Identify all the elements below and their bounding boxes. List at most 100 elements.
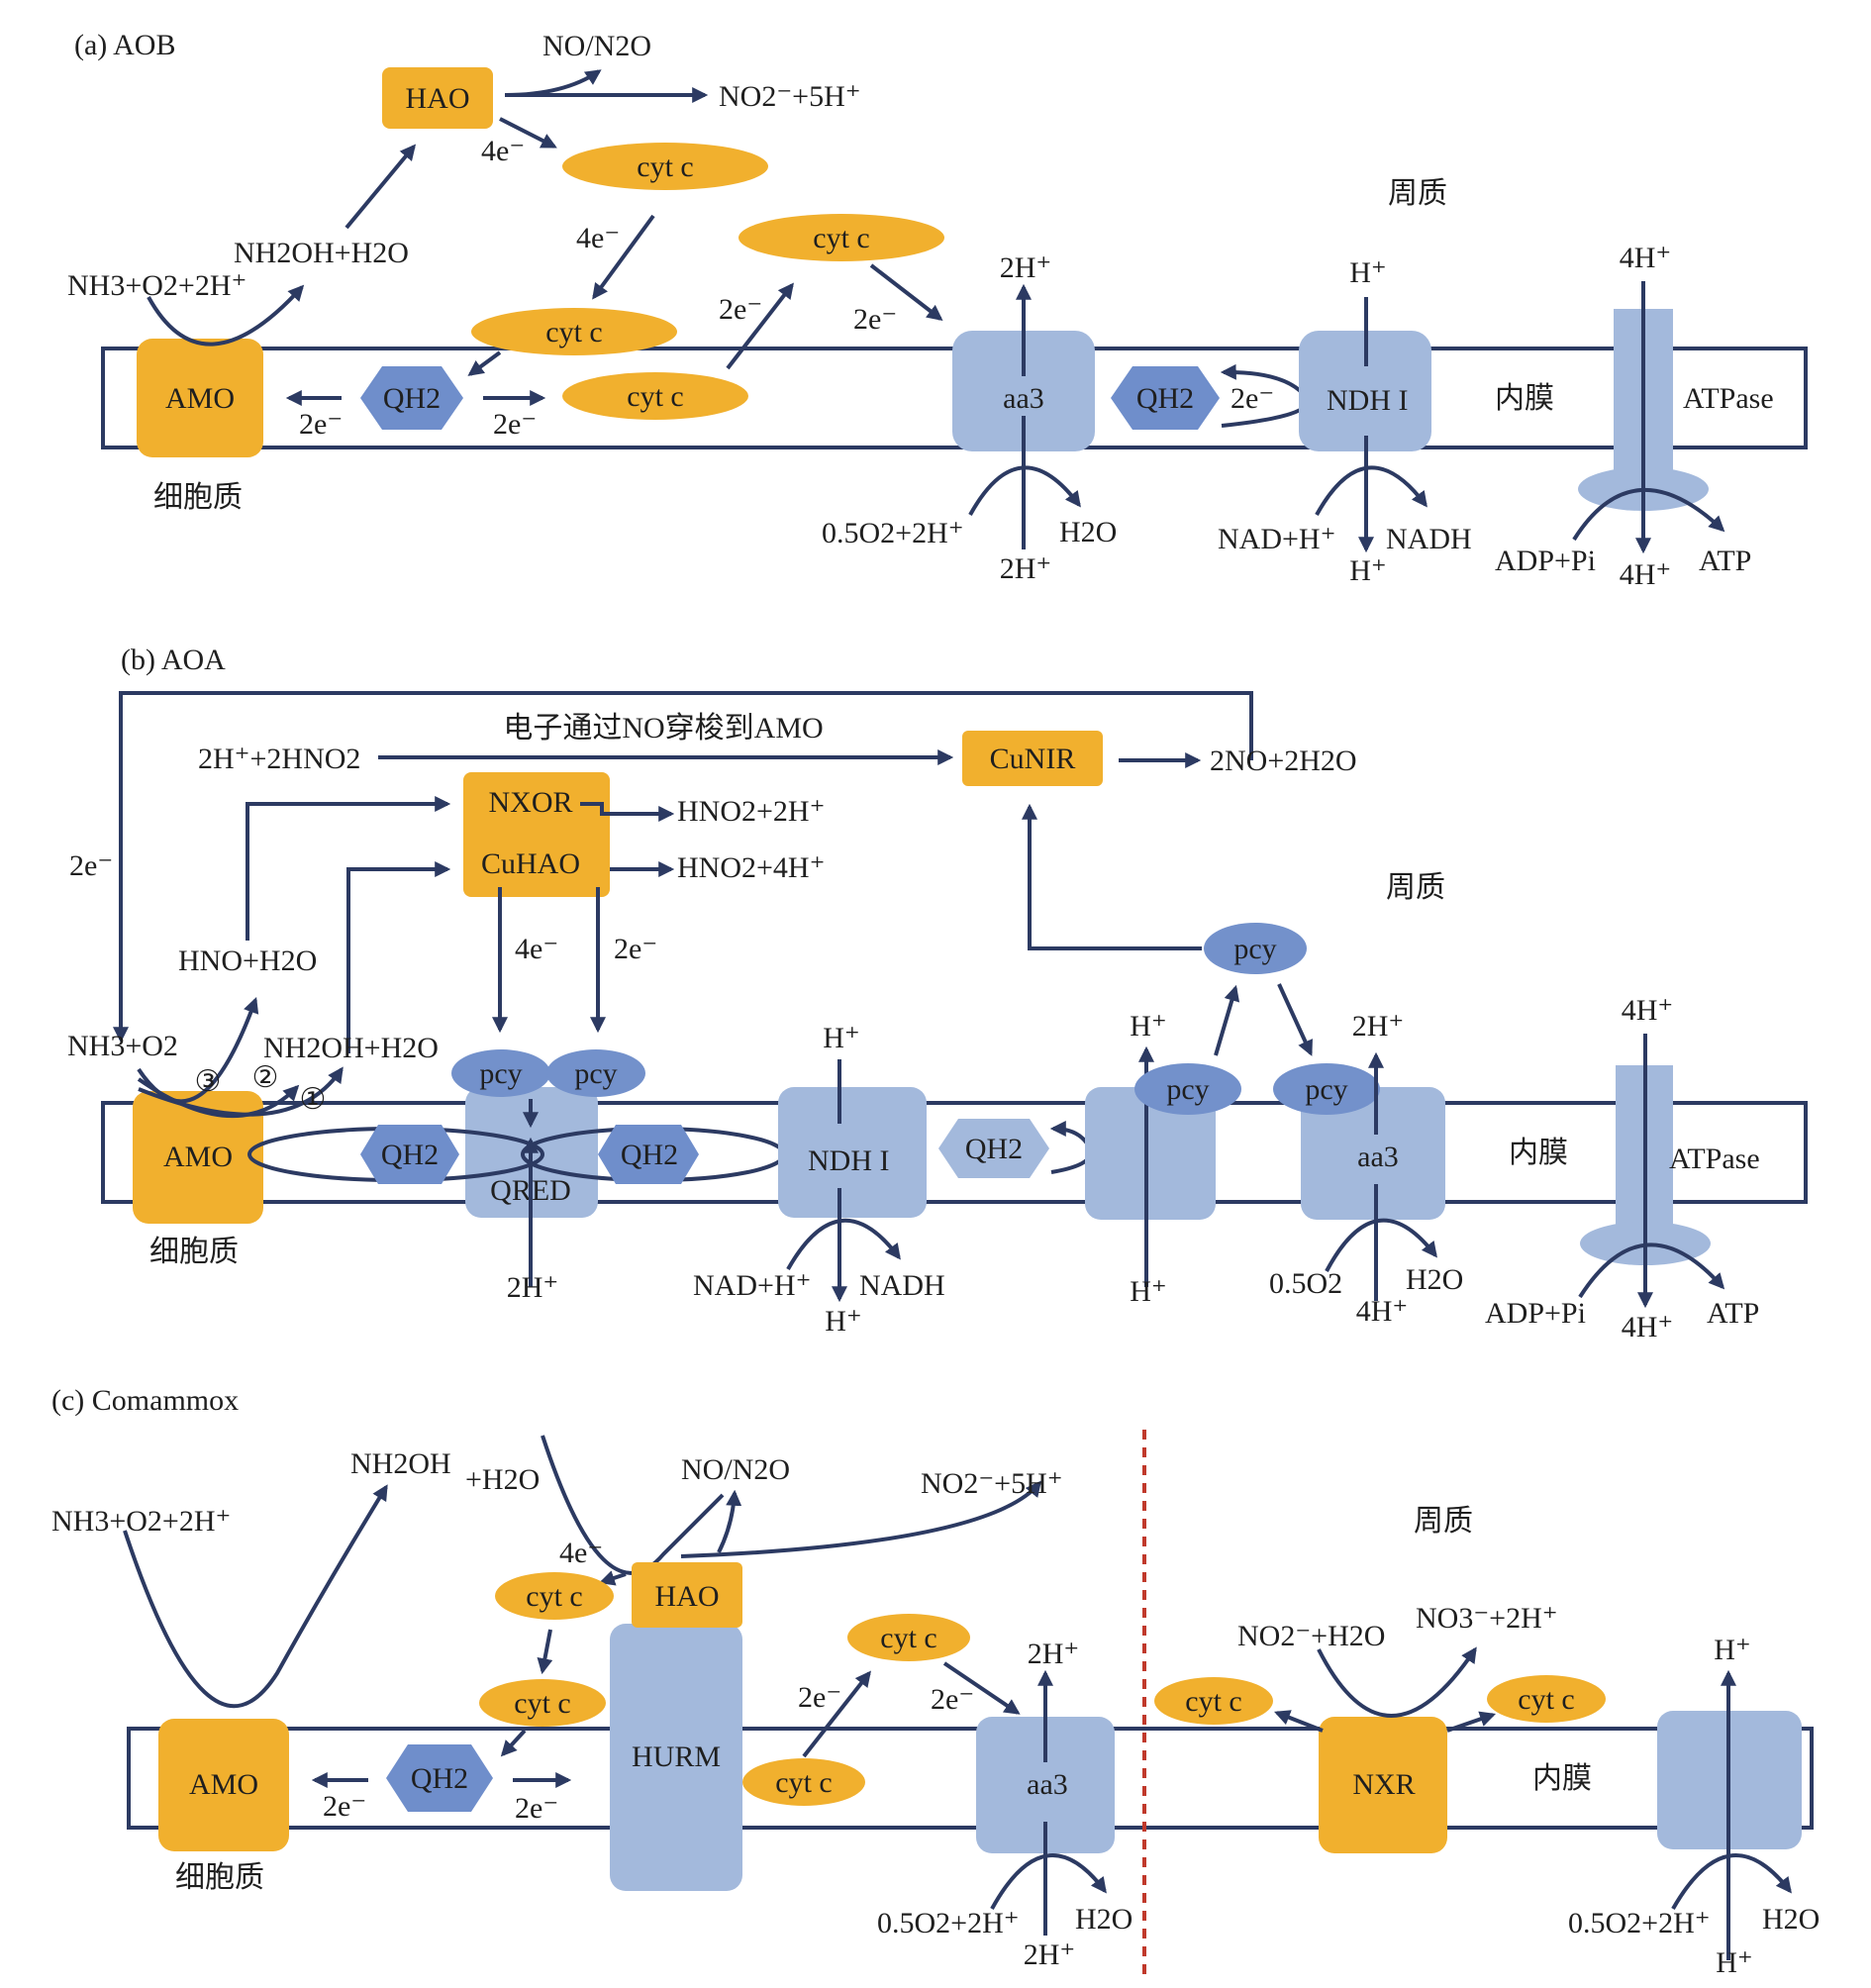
nh3-b: NH3+O2 [67, 1030, 178, 1062]
arrow-to-qh2-a [467, 350, 502, 376]
atpase-a-arc [1572, 487, 1725, 542]
periplasm-b-label: 周质 [1386, 871, 1445, 904]
complex-c-arc [1671, 1853, 1792, 1910]
aa3-b [1301, 1087, 1445, 1220]
amo-arc-a [147, 284, 305, 347]
aa3-a-htop: 2H⁺ [1000, 251, 1052, 284]
cytc-c-5-label: cyt c [1185, 1685, 1241, 1718]
circle-3: ③ [195, 1065, 222, 1098]
atpase-a-hbottom: 4H⁺ [1620, 558, 1672, 591]
aa3-b-o2: 0.5O2 [1269, 1267, 1342, 1300]
amo-arc-b-2 [137, 1077, 300, 1118]
membrane-b-label: 内膜 [1509, 1137, 1568, 1169]
qh2-c [386, 1744, 493, 1812]
ndh-b-nad: NAD+H⁺ [693, 1269, 811, 1302]
cytc-a-4-label: cyt c [813, 222, 869, 254]
pcy-b-5 [1273, 1063, 1380, 1115]
complex-c-o2: 0.5O2+2H⁺ [1568, 1907, 1711, 1939]
nh2oh-a: NH2OH+H2O [234, 237, 409, 269]
qh2-b-2 [598, 1125, 699, 1184]
panel-b: (b) AOA 2e⁻ 电子通过NO穿梭到AMO 2H⁺+2HNO2 CuNIR… [67, 644, 1808, 1343]
nxr-c-label: NXR [1352, 1768, 1415, 1801]
arrow-no-c [717, 1489, 742, 1553]
e2b-a: 2e⁻ [493, 408, 537, 441]
cytc-c-5 [1154, 1677, 1273, 1725]
ndh-a-hbottom: H⁺ [1349, 554, 1387, 587]
e4-c: 4e⁻ [559, 1537, 603, 1569]
cytc-c-4-label: cyt c [880, 1622, 936, 1654]
pcy-b-2-label: pcy [574, 1057, 617, 1090]
cytc-a-2 [471, 308, 677, 355]
no2-h2o-c: NO2⁻+H2O [1237, 1620, 1385, 1652]
aa3-a-h2o: H2O [1059, 516, 1117, 548]
nh2oh-c: NH2OH [350, 1447, 451, 1480]
cytoplasm-b-label: 细胞质 [149, 1236, 239, 1268]
hno2-in-b: 2H⁺+2HNO2 [198, 743, 360, 775]
ndh-a-arc [1315, 465, 1428, 516]
e2e-a: 2e⁻ [1231, 382, 1274, 415]
cytc-c-1 [495, 1572, 614, 1620]
aa3-c-arc [990, 1853, 1107, 1910]
arrow-hno-nxor [246, 796, 451, 941]
qh2-b-1 [360, 1125, 459, 1184]
ndh-b-nadh: NADH [859, 1269, 945, 1302]
membrane-c-label: 内膜 [1532, 1762, 1592, 1795]
no2-5h-c: NO2⁻+5H⁺ [921, 1467, 1063, 1500]
shuttle-b: 电子通过NO穿梭到AMO [503, 712, 823, 745]
ndh-b [778, 1087, 927, 1218]
qred-b-h: 2H⁺ [507, 1271, 559, 1304]
complex-c-htop: H⁺ [1714, 1634, 1751, 1666]
pcy-b-4-label: pcy [1233, 933, 1276, 965]
arrow-no2-c [680, 1480, 1042, 1558]
nxr-c [1319, 1717, 1447, 1853]
cuhao-b-label: CuHAO [481, 847, 580, 880]
e2b-c: 2e⁻ [515, 1792, 558, 1825]
amo-c-label: AMO [189, 1768, 258, 1801]
no-shuttle-loop [113, 691, 1253, 1044]
circle-1: ① [300, 1083, 327, 1116]
ndh-a-nadh: NADH [1386, 523, 1472, 555]
pcy-b-3-label: pcy [1166, 1073, 1209, 1106]
arrow-pcy-cunir [1022, 803, 1202, 950]
e4a-a: 4e⁻ [481, 135, 525, 167]
hao-a-label: HAO [406, 82, 470, 115]
amo-b-label: AMO [163, 1141, 233, 1173]
amo-arc-b-1 [138, 1066, 344, 1117]
circle-2: ② [252, 1061, 279, 1094]
hno2-4h-b: HNO2+4H⁺ [677, 851, 825, 884]
no-out-b: 2NO+2H2O [1210, 745, 1357, 777]
amo-a [137, 339, 263, 457]
aa3-c-hbottom: 2H⁺ [1024, 1938, 1076, 1971]
nh2oh-b: NH2OH+H2O [263, 1032, 439, 1064]
aa3-a-arc [968, 465, 1081, 516]
e2a-a: 2e⁻ [299, 408, 343, 441]
atpase-b-atp: ATP [1707, 1297, 1759, 1330]
qh2-a-2-label: QH2 [1136, 382, 1194, 415]
arrow-cytc-up-a [726, 282, 794, 370]
aa3-a-label: aa3 [1003, 382, 1044, 415]
cytc-a-1 [562, 143, 768, 190]
arrow-cytc-aa3-c [942, 1661, 1021, 1715]
cytc-c-6 [1487, 1675, 1606, 1723]
cunir-b [962, 731, 1103, 786]
e4-b: 4e⁻ [515, 933, 558, 965]
arrow-to-hao-a [345, 144, 417, 230]
no3-2h-c: NO3⁻+2H⁺ [1416, 1602, 1558, 1635]
ndh-b-htop: H⁺ [823, 1022, 860, 1054]
atpase-a-adp: ADP+Pi [1495, 545, 1596, 577]
atpase-b-adp: ADP+Pi [1485, 1297, 1586, 1330]
arrow-cytc-aa3-a [869, 263, 943, 321]
amo-arc-c [123, 1484, 388, 1709]
cytc-c-4 [847, 1614, 970, 1661]
arrow-nxor-out [580, 802, 675, 822]
ndh-a [1299, 331, 1431, 451]
no-n2o-c: NO/N2O [681, 1453, 790, 1486]
panel-a: (a) AOB AMO 细胞质 NH3+O2+2H⁺ NH2OH+H2O HAO… [67, 29, 1808, 591]
complex-b [1085, 1087, 1216, 1220]
nh3-c: NH3+O2+2H⁺ [51, 1505, 231, 1538]
membrane-a-label: 内膜 [1495, 382, 1554, 415]
e2c-c: 2e⁻ [798, 1681, 841, 1714]
amo-b [133, 1091, 263, 1224]
arrow-nxr-cytc-right [1446, 1711, 1497, 1733]
